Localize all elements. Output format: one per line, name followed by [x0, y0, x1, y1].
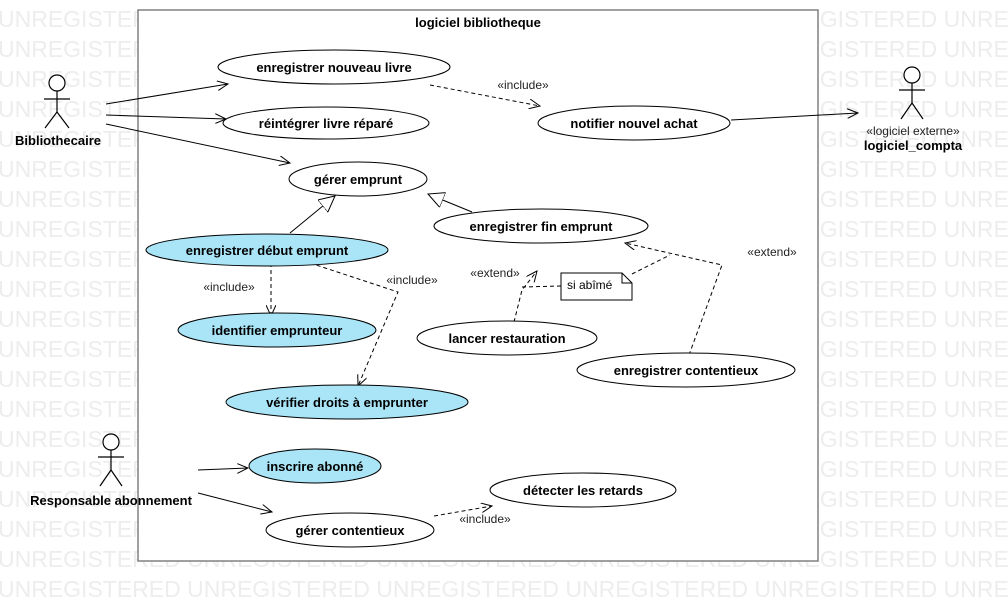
stick-figure-icon — [44, 74, 70, 129]
extend-contentieux-line — [625, 243, 723, 356]
assoc-bibliothecaire-reintegrer — [105, 115, 226, 119]
actor-compta[interactable] — [899, 66, 925, 120]
use-case-fin-emprunt[interactable]: enregistrer fin emprunt — [433, 208, 649, 244]
use-case-label: gérer emprunt — [314, 172, 403, 187]
use-case-label: détecter les retards — [523, 483, 643, 498]
extend-contentieux-label: «extend» — [747, 245, 797, 259]
use-case-inscrire[interactable]: inscrire abonné — [248, 448, 382, 484]
note-anchor-right — [631, 254, 671, 275]
watermark-row: UNREGISTERED UNREGISTERED UNREGISTERED U… — [0, 576, 1008, 602]
use-case-label: enregistrer fin emprunt — [469, 219, 613, 234]
use-case-contentieux-enr[interactable]: enregistrer contentieux — [576, 352, 796, 388]
stick-figure-icon — [98, 433, 124, 487]
generalizations — [289, 194, 473, 234]
use-case-label: enregistrer début emprunt — [186, 243, 349, 258]
actor-name-bibliothecaire: Bibliothecaire — [15, 133, 101, 148]
use-case-label: vérifier droits à emprunter — [266, 395, 428, 410]
use-case-debut-emprunt[interactable]: enregistrer début emprunt — [145, 233, 389, 267]
use-case-label: lancer restauration — [448, 331, 565, 346]
actor-stereotype-compta: «logiciel externe» — [866, 124, 960, 138]
use-case-gerer-emprunt[interactable]: gérer emprunt — [288, 161, 428, 197]
dependencies — [271, 84, 723, 517]
note-text: si abîmé — [567, 278, 613, 292]
actor-name-compta: logiciel_compta — [864, 138, 963, 153]
use-case-reintegrer[interactable]: réintégrer livre réparé — [222, 106, 430, 140]
use-case-enregistrer-livre[interactable]: enregistrer nouveau livre — [217, 49, 451, 85]
include-notifier-label: «include» — [497, 78, 549, 92]
assoc-bibliothecaire-gerer-emprunt — [105, 123, 290, 163]
actor-name-responsable: Responsable abonnement — [30, 493, 192, 508]
actor-responsable[interactable] — [98, 433, 124, 487]
use-case-label: enregistrer nouveau livre — [256, 60, 411, 75]
use-case-identifier[interactable]: identifier emprunteur — [177, 312, 377, 348]
stick-figure-icon — [899, 66, 925, 120]
assoc-notifier-compta — [730, 113, 858, 121]
use-case-label: enregistrer contentieux — [614, 363, 759, 378]
assoc-responsable-gerer-contentieux — [197, 492, 272, 512]
use-case-label: notifier nouvel achat — [570, 116, 698, 131]
assoc-responsable-inscrire — [197, 468, 248, 470]
note-si-abime: si abîmé — [560, 272, 633, 301]
include-identifier-label: «include» — [203, 280, 255, 294]
extend-restauration-label: «extend» — [470, 266, 520, 280]
system-title: logiciel bibliotheque — [415, 15, 541, 30]
use-case-gerer-contentieux[interactable]: gérer contentieux — [265, 512, 435, 548]
use-case-label: gérer contentieux — [295, 523, 405, 538]
assoc-bibliothecaire-enregistrer-livre — [105, 84, 228, 105]
include-verifier-label: «include» — [386, 273, 438, 287]
associations — [105, 84, 858, 512]
generalization-fin-gerer — [428, 194, 473, 213]
use-case-verifier[interactable]: vérifier droits à emprunter — [225, 384, 469, 420]
use-case-detecter[interactable]: détecter les retards — [489, 472, 677, 508]
use-case-label: identifier emprunteur — [212, 323, 343, 338]
actor-bibliothecaire[interactable] — [44, 74, 70, 129]
include-detecter-label: «include» — [459, 512, 511, 526]
include-notifier-line — [429, 84, 540, 106]
use-case-restauration[interactable]: lancer restauration — [416, 320, 598, 356]
use-case-label: inscrire abonné — [267, 459, 364, 474]
generalization-debut-gerer — [289, 196, 335, 234]
use-case-notifier[interactable]: notifier nouvel achat — [537, 105, 731, 141]
include-verifier-line — [309, 262, 399, 386]
extend-restauration-line — [513, 271, 537, 323]
include-detecter-line — [433, 506, 492, 517]
use-case-label: réintégrer livre réparé — [259, 116, 393, 131]
